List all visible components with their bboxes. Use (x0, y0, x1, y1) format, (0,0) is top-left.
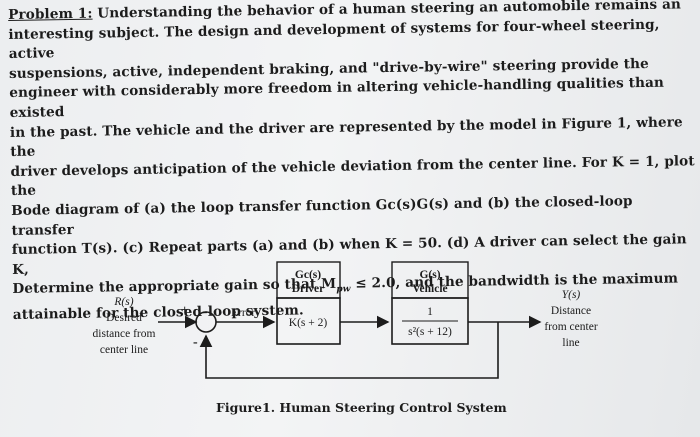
feedback-path (199, 322, 499, 379)
controller-block (276, 297, 341, 345)
summing-junction (195, 311, 217, 333)
input-desc-line-1: Desired (106, 312, 142, 324)
plant-numerator: 1 (427, 306, 433, 318)
input-desc-line-3: center line (100, 344, 148, 356)
controller-title: Gc(s) (295, 269, 321, 281)
output-desc-line-1: Distance (551, 305, 591, 317)
plant-subtitle: Vehicle (412, 283, 447, 295)
input-desc-line-2: distance from (93, 328, 156, 340)
plant-title: G(s) (419, 269, 440, 281)
plus-sign: + (181, 302, 188, 317)
error-label: Error (231, 307, 255, 319)
input-signal-label: R(s) (113, 296, 133, 308)
output-desc-line-2: from center (544, 321, 597, 333)
controller-subtitle: Driver (292, 283, 325, 295)
minus-sign: - (193, 335, 198, 350)
figure-caption: Figure1. Human Steering Control System (216, 400, 507, 415)
controller-transfer-function: K(s + 2) (289, 317, 328, 329)
plant-block (391, 297, 469, 345)
output-signal-label: Y(s) (562, 289, 581, 301)
plant-denominator: s²(s + 12) (408, 326, 452, 338)
output-desc-line-3: line (562, 337, 579, 349)
